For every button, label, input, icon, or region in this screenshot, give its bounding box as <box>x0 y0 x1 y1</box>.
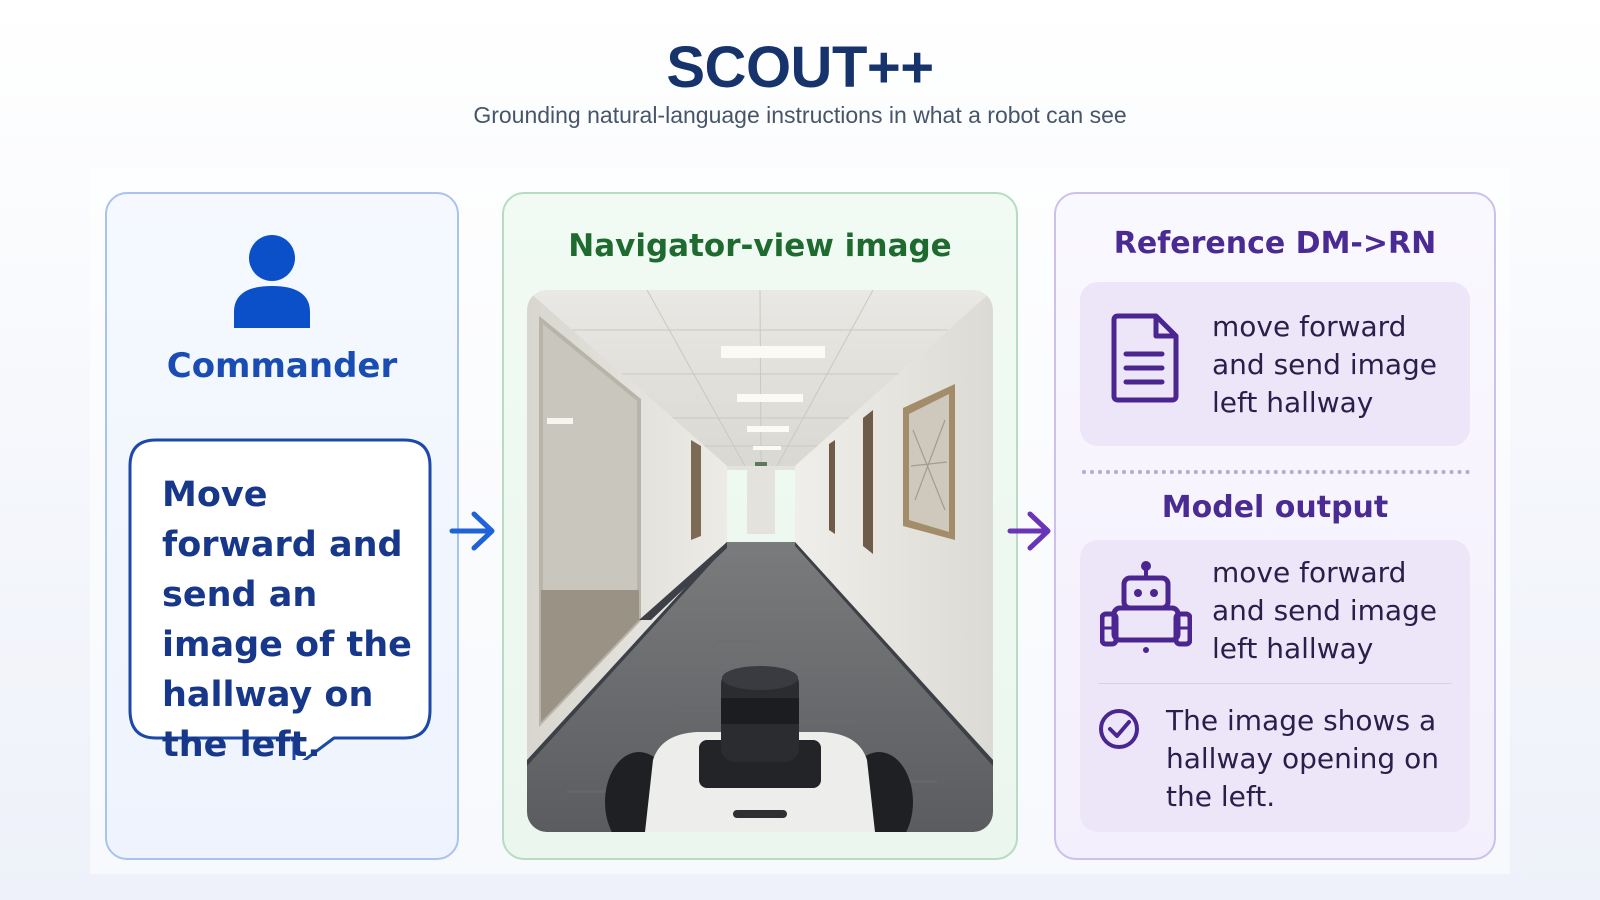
navigator-view-image <box>527 290 993 832</box>
page-title: SCOUT++ <box>666 35 934 100</box>
model-output-title: Model output <box>1161 490 1389 525</box>
card-divider <box>1098 683 1452 684</box>
arrow-right-icon <box>448 508 498 558</box>
model-output-card <box>1080 540 1470 832</box>
model-response-text: The image shows a hallway opening on the… <box>1166 704 1439 813</box>
speech-bubble: Move forward and send an image of the ha… <box>128 438 432 765</box>
model-output-text: move forward and send image left hallway <box>1212 556 1438 665</box>
commander-instruction: Move forward and send an image of the ha… <box>162 475 412 765</box>
page-subtitle: Grounding natural-language instructions … <box>473 102 1127 128</box>
document-icon <box>1110 312 1180 408</box>
navigator-title: Navigator-view image <box>568 228 952 264</box>
reference-card <box>1080 282 1470 446</box>
person-icon <box>232 232 312 334</box>
section-divider <box>1082 470 1470 474</box>
robot-icon <box>1099 560 1193 660</box>
arrow-right-icon <box>1006 508 1056 558</box>
reference-text: move forward and send image left hallway <box>1212 310 1438 419</box>
reference-title: Reference DM->RN <box>1113 226 1437 261</box>
check-circle-icon <box>1098 708 1140 754</box>
commander-label: Commander <box>166 346 398 386</box>
